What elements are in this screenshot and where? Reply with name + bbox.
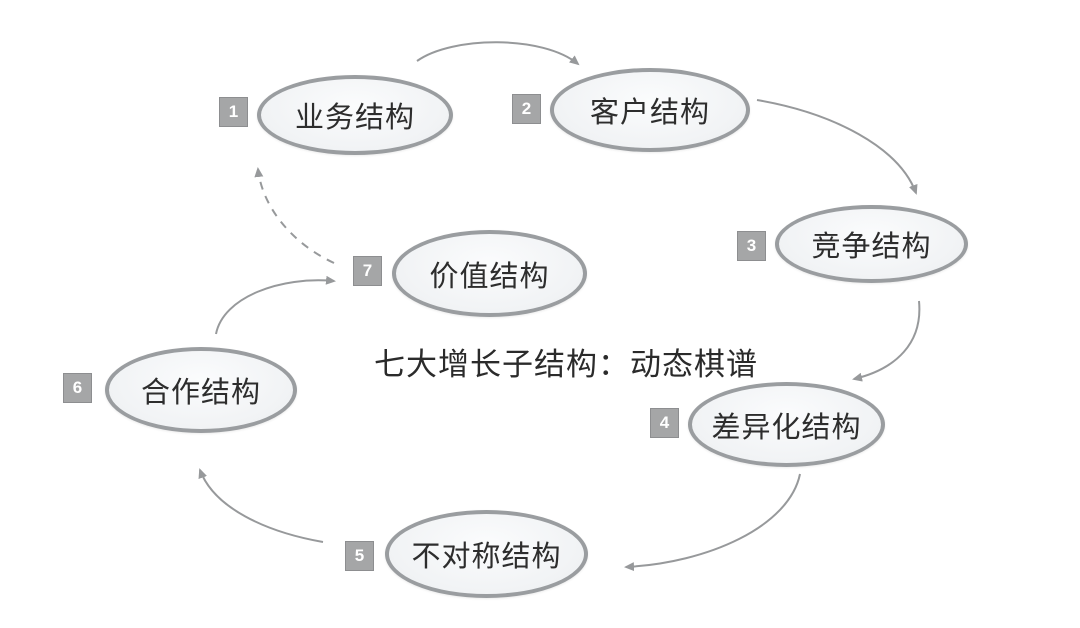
node-label-2: 客户结构: [589, 97, 710, 129]
diagram-title: 七大增长子结构：动态棋谱: [374, 347, 758, 382]
node-business-structure: 1 业务结构: [219, 75, 453, 155]
node-label-1: 业务结构: [294, 102, 415, 134]
node-differentiation-structure: 4 差异化结构: [650, 382, 885, 467]
node-customer-structure: 2 客户结构: [512, 68, 750, 152]
arrow-2-to-3: [756, 99, 918, 195]
node-ellipse-4: 差异化结构: [688, 382, 885, 467]
node-ellipse-3: 竞争结构: [775, 205, 968, 283]
step-badge-2: 2: [512, 94, 541, 124]
node-ellipse-1: 业务结构: [257, 75, 453, 155]
arrow-3-to-4: [852, 300, 921, 382]
step-badge-3: 3: [737, 231, 766, 261]
node-label-4: 差异化结构: [711, 411, 862, 444]
step-badge-5: 5: [345, 541, 374, 571]
arrow-5-to-6: [198, 468, 324, 543]
arrow-1-to-2: [416, 41, 580, 66]
node-label-6: 合作结构: [140, 377, 261, 409]
node-asymmetric-structure: 5 不对称结构: [345, 510, 588, 598]
arrow-6-to-7: [215, 275, 336, 335]
step-badge-7: 7: [353, 256, 382, 286]
node-value-structure: 7 价值结构: [353, 230, 587, 317]
node-ellipse-6: 合作结构: [105, 347, 297, 433]
node-competition-structure: 3 竞争结构: [737, 205, 968, 283]
node-ellipse-7: 价值结构: [392, 230, 587, 317]
node-label-5: 不对称结构: [411, 541, 562, 573]
node-label-7: 价值结构: [429, 260, 550, 293]
node-ellipse-5: 不对称结构: [385, 510, 588, 598]
step-badge-6: 6: [63, 373, 92, 403]
node-label-3: 竞争结构: [811, 231, 932, 263]
step-badge-1: 1: [219, 97, 248, 127]
node-ellipse-2: 客户结构: [550, 68, 750, 152]
arrow-7-to-1-dashed: [254, 167, 335, 264]
arrow-4-to-5: [624, 473, 801, 572]
step-badge-4: 4: [650, 408, 679, 438]
node-cooperation-structure: 6 合作结构: [63, 347, 297, 433]
